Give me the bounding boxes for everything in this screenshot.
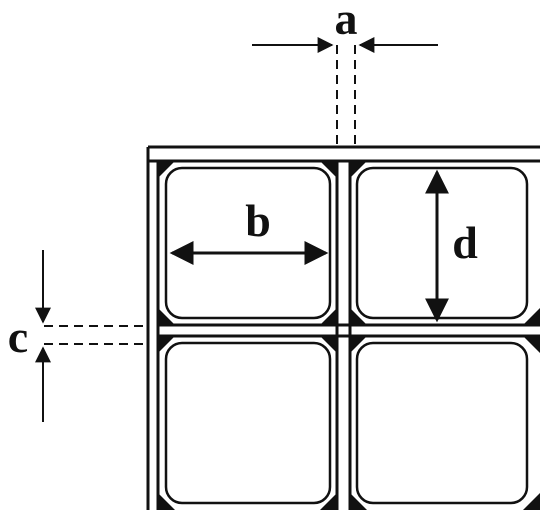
label-b: b [245,195,271,246]
cell-top-left [164,166,332,320]
label-d: d [452,217,478,268]
dimension-a [252,37,438,145]
cell-top-right [355,166,529,320]
cell-bottom-left [164,341,332,505]
middle-beam [158,323,540,338]
cell-bottom-right [355,341,529,505]
label-c: c [8,311,28,362]
cell-outlines [164,166,529,505]
top-beam [148,145,540,163]
corner-fillets [158,161,540,510]
dimension-c [35,250,146,422]
label-a: a [335,0,358,44]
